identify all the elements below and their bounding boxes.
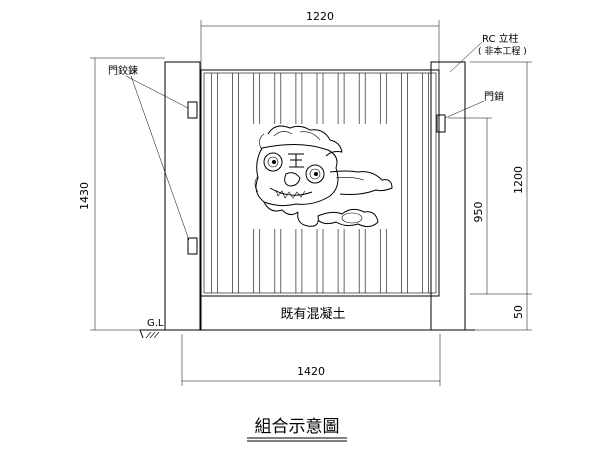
dim-total-height-text: 1430	[78, 182, 91, 210]
hinge-leaders	[125, 75, 190, 241]
hinge-bottom	[187, 237, 198, 255]
latch-leader	[444, 100, 485, 119]
dimension-right-stack: 1200 950 50	[448, 61, 532, 331]
gate-bar	[401, 73, 407, 293]
dim-latch-height-text: 950	[472, 202, 485, 223]
latch-label: 門銷	[484, 90, 504, 103]
rc-post-leader	[449, 41, 483, 73]
ground-label: G.L	[147, 318, 164, 329]
drawing-title: 組合示意圖	[255, 417, 340, 437]
dimension-total-height: 1430	[78, 57, 165, 331]
rc-post-note: ( 非本工程 )	[478, 45, 527, 57]
hinge-top	[187, 101, 198, 119]
dim-gate-height-text: 1200	[512, 166, 525, 194]
gate-bar	[422, 73, 428, 293]
hinge-label: 門鉸鍊	[108, 64, 138, 77]
dimension-bottom-width: 1420	[181, 334, 441, 386]
dim-top-width-text: 1220	[306, 10, 334, 23]
latch	[436, 114, 446, 133]
dim-bottom-width-text: 1420	[297, 365, 325, 378]
ground-line: G.L	[139, 318, 475, 339]
rc-post-label: RC 立柱	[482, 32, 519, 45]
gate-bar	[212, 73, 218, 293]
dim-base-height-text: 50	[512, 305, 525, 319]
dimension-top-width: 1220	[200, 10, 440, 70]
lion-head-ornament	[252, 124, 393, 229]
gate-bar	[233, 73, 239, 293]
concrete-label: 既有混凝土	[280, 306, 345, 322]
